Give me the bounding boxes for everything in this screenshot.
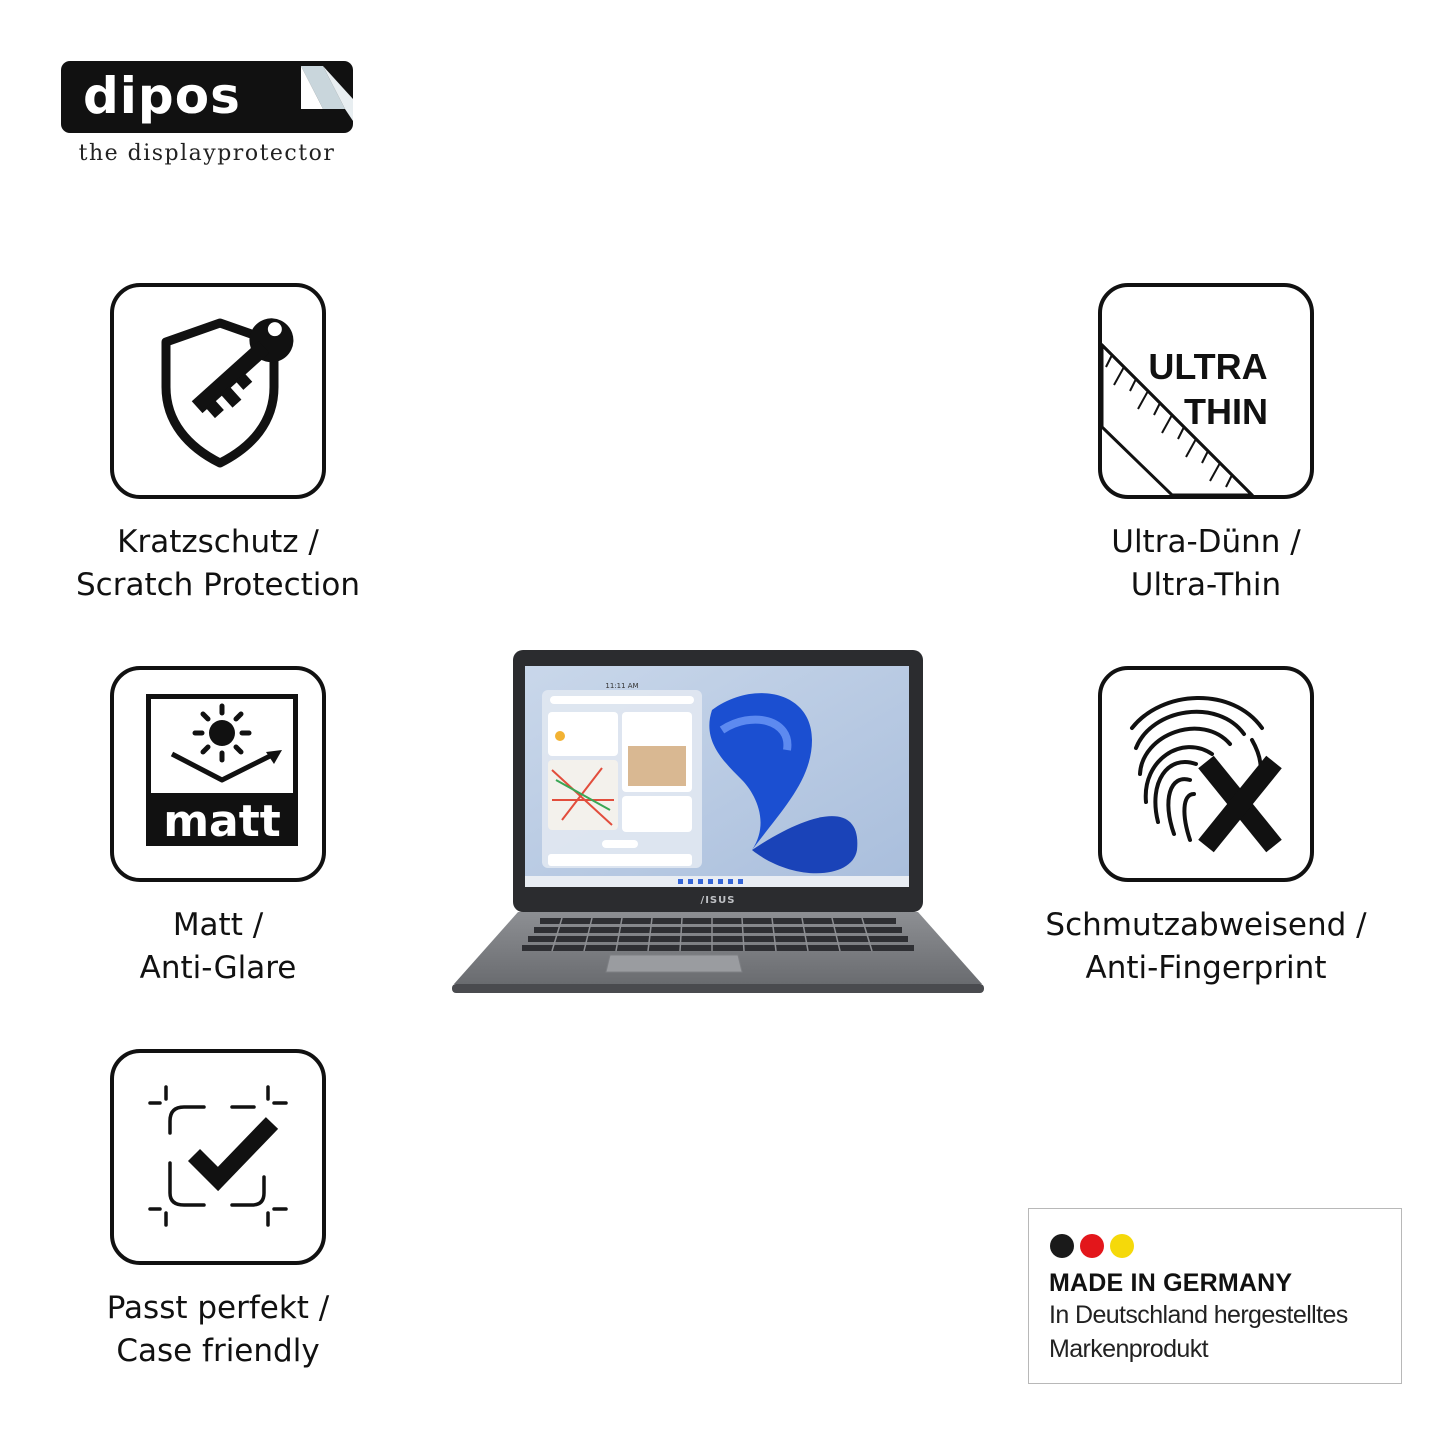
made-in-germany-badge: MADE IN GERMANY In Deutschland hergestel… <box>1028 1208 1402 1384</box>
laptop-screen-time: 11:11 AM <box>605 682 638 690</box>
badge-subtitle-line1: In Deutschland hergestelltes <box>1049 1301 1348 1329</box>
feature-label-thin: Ultra-Dünn / Ultra-Thin <box>1111 524 1301 603</box>
laptop-brand-logo: /ISUS <box>701 895 736 906</box>
feature-label-fit: Passt perfekt / Case friendly <box>106 1290 330 1369</box>
sun-matt-icon: matt <box>110 666 326 882</box>
shield-key-icon <box>110 283 326 499</box>
ruler-ultra-thin-icon: ULTRA THIN <box>1098 283 1314 499</box>
feature-label-scratch: Kratzschutz / Scratch Protection <box>76 524 360 603</box>
logo-wordmark: dipos <box>83 67 241 125</box>
svg-text:matt: matt <box>163 796 281 847</box>
svg-text:ULTRA: ULTRA <box>1148 346 1267 387</box>
laptop-image: 11:11 AM /ISUS <box>452 650 984 996</box>
svg-text:THIN: THIN <box>1184 391 1268 432</box>
checkmark-frame-icon <box>110 1049 326 1265</box>
feature-label-fingerprint: Schmutzabweisend / Anti-Fingerprint <box>1045 907 1367 986</box>
badge-subtitle-line2: Markenprodukt <box>1049 1335 1209 1363</box>
badge-title: MADE IN GERMANY <box>1049 1269 1293 1297</box>
german-flag-dots-icon <box>1049 1233 1139 1263</box>
logo-tagline: the displayprotector <box>78 141 336 166</box>
dipos-logo: dipos <box>61 61 353 133</box>
fingerprint-x-icon <box>1098 666 1314 882</box>
feature-label-matt: Matt / Anti-Glare <box>139 907 297 986</box>
